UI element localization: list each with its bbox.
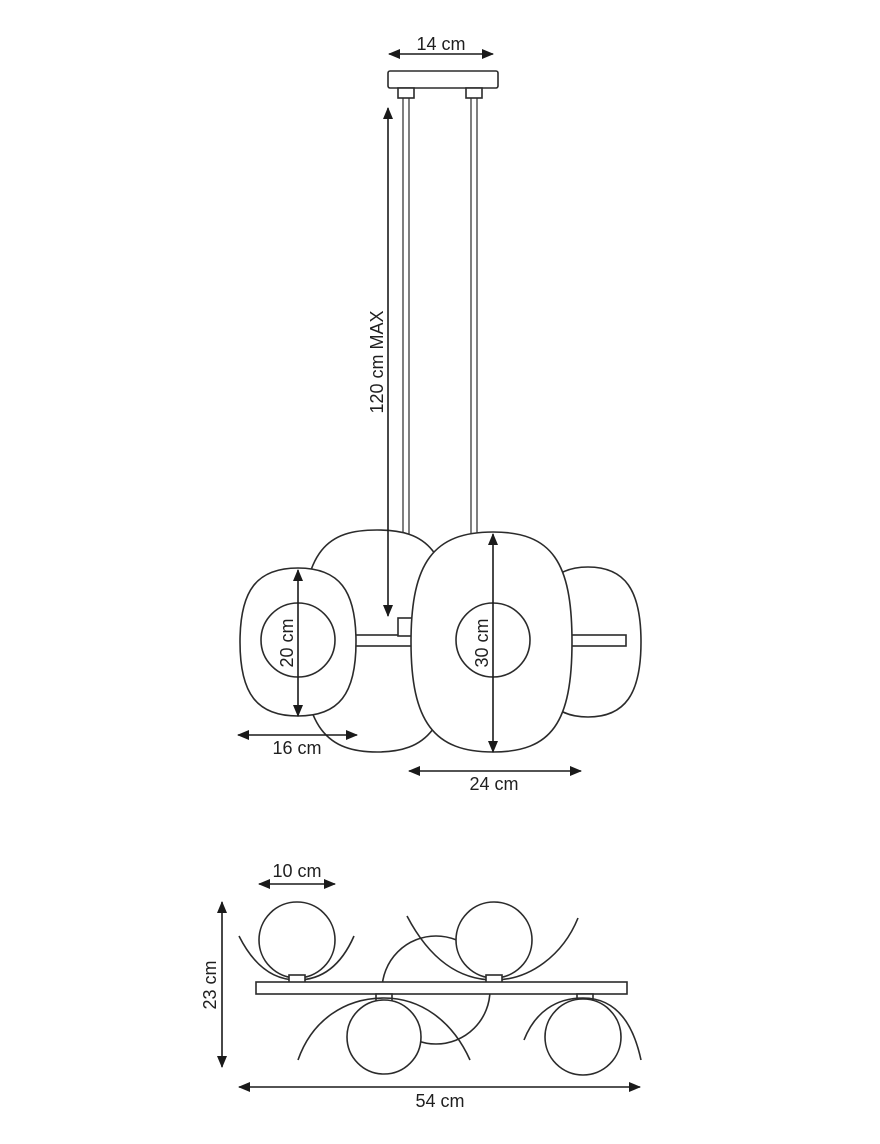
canopy-width-label: 14 cm bbox=[416, 34, 465, 54]
globe-diameter-label: 10 cm bbox=[272, 861, 321, 881]
ceiling-canopy bbox=[387, 70, 499, 99]
small-shade-width-dimension: 16 cm bbox=[237, 730, 358, 758]
total-depth-label: 23 cm bbox=[200, 960, 220, 1009]
small-shade-height-dimension: 20 cm bbox=[277, 569, 303, 717]
cable-length-label: 120 cm MAX bbox=[367, 310, 387, 413]
large-shade-height-label: 30 cm bbox=[472, 618, 492, 667]
total-width-dimension: 54 cm bbox=[238, 1082, 641, 1111]
bottom-right-globe-unit bbox=[523, 993, 642, 1076]
top-arm-bar bbox=[255, 981, 628, 995]
total-depth-dimension: 23 cm bbox=[200, 901, 227, 1068]
total-width-label: 54 cm bbox=[415, 1091, 464, 1111]
top-view: 10 cm 23 cm 54 cm bbox=[200, 861, 642, 1111]
small-shade-width-label: 16 cm bbox=[272, 738, 321, 758]
top-left-globe-unit bbox=[238, 901, 355, 984]
cable-length-dimension: 120 cm MAX bbox=[367, 107, 393, 617]
front-view: 14 cm 120 cm MAX 20 cm 16 cm 30 cm 24 cm bbox=[237, 34, 642, 794]
large-shade-height-dimension: 30 cm bbox=[472, 533, 498, 753]
large-shade-width-label: 24 cm bbox=[469, 774, 518, 794]
bottom-middle-globe-unit bbox=[297, 993, 471, 1075]
top-right-globe-unit bbox=[406, 901, 579, 984]
canopy-width-dimension: 14 cm bbox=[388, 34, 494, 59]
globe-diameter-dimension: 10 cm bbox=[258, 861, 336, 889]
large-shade-width-dimension: 24 cm bbox=[408, 766, 582, 794]
small-shade-height-label: 20 cm bbox=[277, 618, 297, 667]
